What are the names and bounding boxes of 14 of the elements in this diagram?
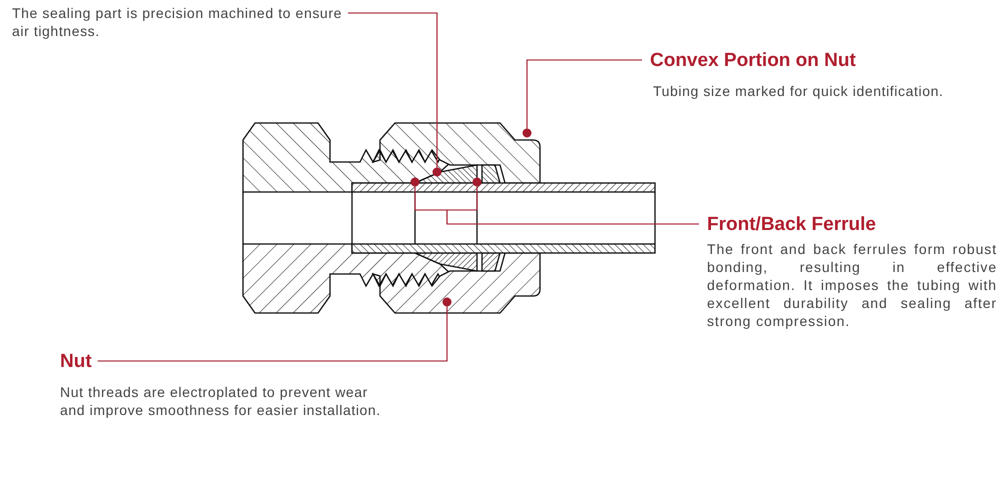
marker-dot <box>432 168 442 176</box>
callout-text: Tubing size marked for quick identification. <box>653 82 944 100</box>
callout-text: The sealing part is precision machined to ensure air tightness. <box>12 4 342 40</box>
callout-text: Nut threads are electroplated to prevent wear and improve smoothness for easier installation. <box>60 383 382 419</box>
callout-heading: Convex Portion on Nut <box>650 50 856 72</box>
marker-dot <box>522 128 532 138</box>
marker-dot <box>472 178 482 186</box>
callout-heading: Nut <box>60 351 92 373</box>
leader-line <box>98 306 448 362</box>
marker-dot <box>442 298 452 306</box>
callout-heading: Front/Back Ferrule <box>707 214 876 236</box>
callout-text: The front and back ferrules form robust bonding, resulting in effective deformation. It imposes the tubing with excellent durability and sealing after strong compression. <box>707 240 997 330</box>
leader-line <box>348 12 438 168</box>
marker-dot <box>410 178 420 186</box>
